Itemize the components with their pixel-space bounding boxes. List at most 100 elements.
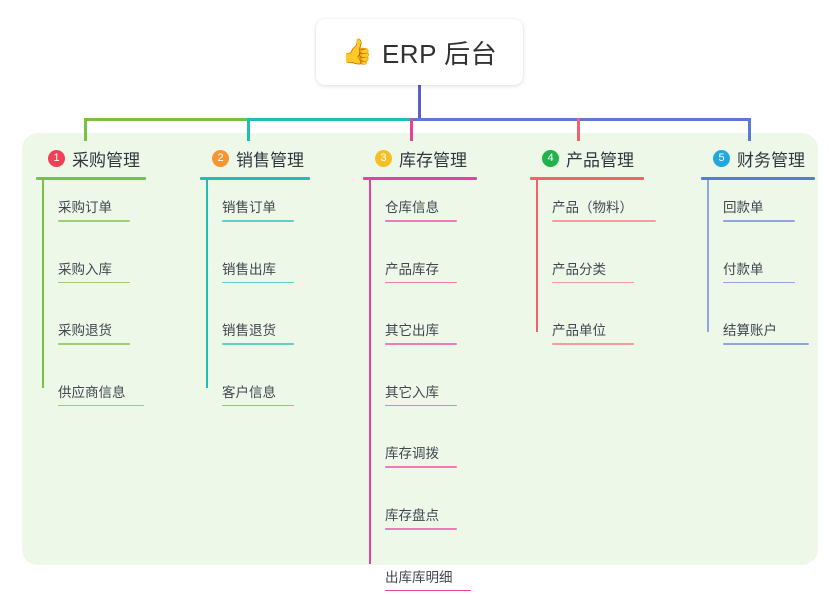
branch-badge-3: 3: [375, 150, 392, 167]
leaf-rule: [552, 343, 634, 345]
branch-column-4: 4 产品管理 产品（物料） 产品分类 产品单位: [530, 146, 658, 349]
branch-header-2[interactable]: 2 销售管理: [200, 146, 312, 177]
branch-column-3: 3 库存管理 仓库信息 产品库存 其它出库 其它入库 库存调拨: [363, 146, 483, 595]
branch-leaves-3: 仓库信息 产品库存 其它出库 其它入库 库存调拨 库存盘点: [363, 180, 483, 595]
branch-rule-4: [530, 177, 644, 180]
leaf-label: 销售退货: [222, 323, 276, 339]
leaf-item[interactable]: 出库库明细: [363, 534, 483, 595]
leaf-label: 采购退货: [58, 323, 112, 339]
leaf-rule: [385, 281, 457, 284]
leaf-item[interactable]: 采购退货: [36, 287, 148, 349]
leaf-rule: [723, 220, 795, 222]
branch-column-1: 1 采购管理 采购订单 采购入库 采购退货 供应商信息: [36, 146, 148, 410]
leaf-label: 供应商信息: [58, 384, 126, 400]
root-label: ERP 后台: [381, 38, 498, 69]
root-node[interactable]: 👍 ERP 后台: [316, 19, 523, 85]
branch-column-5: 5 财务管理 回款单 付款单 结算账户: [701, 146, 821, 349]
branch-rail-2: [206, 180, 208, 388]
branch-leaves-2: 销售订单 销售出库 销售退货 客户信息: [200, 180, 312, 410]
leaf-item[interactable]: 结算账户: [701, 287, 821, 349]
leaf-label: 产品单位: [552, 323, 606, 339]
leaf-label: 产品分类: [552, 261, 606, 277]
leaf-label: 其它入库: [385, 384, 439, 400]
leaf-item[interactable]: 回款单: [701, 180, 821, 226]
leaf-rule: [552, 281, 634, 284]
leaf-label: 销售订单: [222, 200, 276, 215]
leaf-label: 客户信息: [222, 384, 276, 400]
leaf-rule: [385, 527, 457, 530]
branch-badge-4: 4: [542, 150, 559, 167]
branch-leaves-4: 产品（物料） 产品分类 产品单位: [530, 180, 658, 349]
leaf-label: 仓库信息: [385, 200, 439, 215]
branch-title-4: 产品管理: [566, 151, 634, 170]
leaf-rule: [723, 343, 809, 345]
branch-rule-1: [36, 177, 146, 180]
leaf-rule: [58, 281, 130, 284]
branch-rail-4: [536, 180, 538, 332]
leaf-item[interactable]: 采购订单: [36, 180, 148, 226]
leaf-label: 出库库明细: [385, 569, 453, 585]
leaf-item[interactable]: 付款单: [701, 226, 821, 288]
branch-rail-5: [707, 180, 709, 332]
leaf-item[interactable]: 销售出库: [200, 226, 312, 288]
leaf-rule: [723, 281, 795, 284]
branch-title-5: 财务管理: [737, 151, 805, 170]
branch-leaves-5: 回款单 付款单 结算账户: [701, 180, 821, 349]
branch-title-1: 采购管理: [72, 151, 140, 170]
branch-badge-2: 2: [212, 150, 229, 167]
leaf-rule: [385, 466, 457, 468]
leaf-label: 付款单: [723, 261, 764, 277]
branch-title-2: 销售管理: [236, 151, 304, 170]
leaf-rule: [385, 343, 457, 345]
leaf-rule: [222, 404, 294, 407]
leaf-rule: [552, 220, 656, 222]
leaf-label: 结算账户: [723, 323, 777, 339]
leaf-item[interactable]: 产品单位: [530, 287, 658, 349]
leaf-label: 回款单: [723, 200, 764, 215]
leaf-rule: [58, 343, 130, 345]
leaf-rule: [222, 220, 294, 222]
leaf-item[interactable]: 其它入库: [363, 349, 483, 411]
branch-leaves-1: 采购订单 采购入库 采购退货 供应商信息: [36, 180, 148, 410]
leaf-rule: [58, 404, 144, 407]
leaf-rule: [385, 404, 457, 407]
leaf-item[interactable]: 供应商信息: [36, 349, 148, 411]
leaf-rule: [222, 281, 294, 284]
branches-panel: [22, 133, 818, 565]
leaf-item[interactable]: 采购入库: [36, 226, 148, 288]
leaf-label: 产品库存: [385, 261, 439, 277]
branch-rule-5: [701, 177, 815, 180]
leaf-rule: [58, 220, 130, 222]
branch-badge-5: 5: [713, 150, 730, 167]
leaf-label: 采购订单: [58, 200, 112, 215]
branch-header-4[interactable]: 4 产品管理: [530, 146, 658, 177]
leaf-item[interactable]: 其它出库: [363, 287, 483, 349]
branch-rule-3: [363, 177, 477, 180]
thumbs-up-icon: 👍: [341, 37, 373, 66]
leaf-label: 库存盘点: [385, 507, 439, 523]
leaf-item[interactable]: 产品分类: [530, 226, 658, 288]
leaf-rule: [222, 343, 294, 345]
branch-title-3: 库存管理: [399, 151, 467, 170]
branch-rail-3: [369, 180, 371, 564]
branch-rule-2: [200, 177, 310, 180]
leaf-label: 产品（物料）: [552, 200, 633, 215]
leaf-label: 其它出库: [385, 323, 439, 339]
leaf-rule: [385, 220, 457, 222]
leaf-label: 销售出库: [222, 261, 276, 277]
leaf-item[interactable]: 销售退货: [200, 287, 312, 349]
leaf-item[interactable]: 产品库存: [363, 226, 483, 288]
leaf-rule: [385, 589, 471, 592]
leaf-item[interactable]: 库存盘点: [363, 472, 483, 534]
leaf-item[interactable]: 仓库信息: [363, 180, 483, 226]
branch-badge-1: 1: [48, 150, 65, 167]
branch-column-2: 2 销售管理 销售订单 销售出库 销售退货 客户信息: [200, 146, 312, 410]
leaf-item[interactable]: 库存调拨: [363, 410, 483, 472]
leaf-item[interactable]: 销售订单: [200, 180, 312, 226]
branch-header-3[interactable]: 3 库存管理: [363, 146, 483, 177]
branch-header-1[interactable]: 1 采购管理: [36, 146, 148, 177]
branch-header-5[interactable]: 5 财务管理: [701, 146, 821, 177]
leaf-item[interactable]: 产品（物料）: [530, 180, 658, 226]
leaf-item[interactable]: 客户信息: [200, 349, 312, 411]
